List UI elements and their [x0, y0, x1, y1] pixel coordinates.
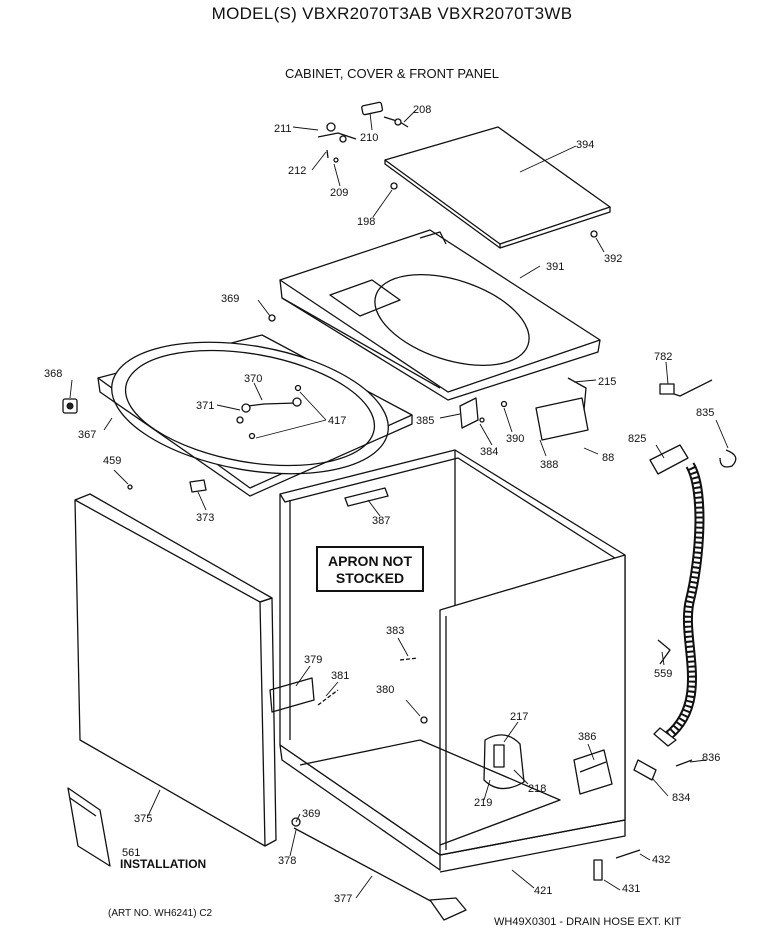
part-label-368: 368	[44, 368, 62, 380]
part-label-390: 390	[506, 433, 524, 445]
part-label-387: 387	[372, 515, 390, 527]
part-label-417: 417	[328, 415, 346, 427]
top-frame	[97, 334, 413, 497]
part-label-386: 386	[578, 731, 596, 743]
part-label-431: 431	[622, 883, 640, 895]
part-label-782: 782	[654, 351, 672, 363]
part-label-432: 432	[652, 854, 670, 866]
part-label-210: 210	[360, 132, 378, 144]
part-label-218: 218	[528, 783, 546, 795]
part-label-208: 208	[413, 104, 431, 116]
part-label-373: 373	[196, 512, 214, 524]
part-label-384: 384	[480, 446, 498, 458]
cabinet-front-panel	[439, 554, 626, 856]
art-number: (ART NO. WH6241) C2	[108, 908, 213, 919]
apron-note-line1: APRON NOT	[328, 553, 412, 569]
part-label-380: 380	[376, 684, 394, 696]
part-label-459: 459	[103, 455, 121, 467]
part-label-421: 421	[534, 885, 552, 897]
part-label-391: 391	[546, 261, 564, 273]
drain-hose-kit-note: WH49X0301 - DRAIN HOSE EXT. KIT	[494, 916, 682, 928]
parts-right	[593, 379, 713, 881]
part-label-381: 381	[331, 670, 349, 682]
installation-number: 561	[122, 847, 140, 859]
part-label-209: 209	[330, 187, 348, 199]
apron-note-line2: STOCKED	[335, 570, 405, 586]
part-label-198: 198	[357, 216, 375, 228]
part-label-394: 394	[576, 139, 594, 151]
part-label-379: 379	[304, 654, 322, 666]
part-label-392: 392	[604, 253, 622, 265]
part-label-212: 212	[288, 165, 306, 177]
part-label-217: 217	[510, 711, 528, 723]
apron-not-stocked-note: APRON NOT STOCKED	[316, 546, 424, 592]
part-label-367: 367	[78, 429, 96, 441]
part-label-385: 385	[416, 415, 434, 427]
part-label-835: 835	[696, 407, 714, 419]
rear-brackets	[459, 377, 589, 441]
part-label-378: 378	[278, 855, 296, 867]
part-label-388: 388	[540, 459, 558, 471]
part-label-370: 370	[244, 373, 262, 385]
part-label-377: 377	[334, 893, 352, 905]
base	[269, 677, 626, 873]
lid-switch-parts	[317, 101, 409, 190]
part-label-383: 383	[386, 625, 404, 637]
drain-hose	[649, 444, 737, 747]
part-label-834: 834	[672, 792, 690, 804]
part-label-375: 375	[134, 813, 152, 825]
small-parts-left	[62, 398, 207, 493]
top-cover	[268, 229, 601, 401]
side-panel	[74, 493, 277, 847]
bracket-bar	[291, 817, 467, 921]
installation-label: INSTALLATION	[120, 857, 206, 871]
lid	[384, 126, 611, 249]
leader-lines	[69, 109, 729, 899]
part-label-371: 371	[196, 400, 214, 412]
part-label-559: 559	[654, 668, 672, 680]
part-label-215: 215	[598, 376, 616, 388]
part-label-825: 825	[628, 433, 646, 445]
part-label-88: 88	[602, 452, 614, 464]
part-label-211: 211	[274, 123, 292, 135]
part-label-836: 836	[702, 752, 720, 764]
part-label-369-bottom: 369	[302, 808, 320, 820]
model-title: MODEL(S) VBXR2070T3AB VBXR2070T3WB	[211, 4, 573, 23]
part-label-219: 219	[474, 797, 492, 809]
part-label-369-top: 369	[221, 293, 239, 305]
installation-sheet	[67, 787, 111, 867]
section-title: CABINET, COVER & FRONT PANEL	[284, 66, 500, 81]
part-labels: 211 210 208 212 209 198 394 392 391 369 …	[44, 104, 720, 905]
